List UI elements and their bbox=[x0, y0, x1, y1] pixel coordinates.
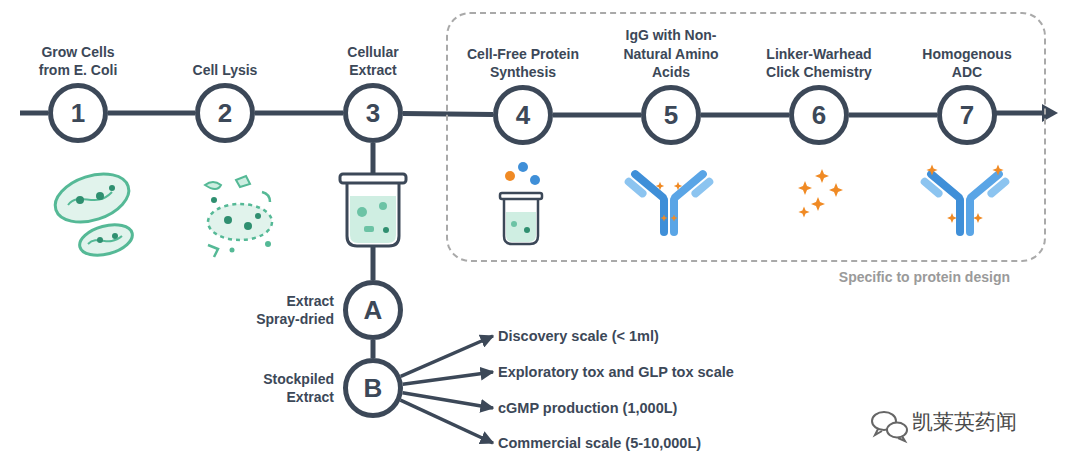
step-number: 1 bbox=[71, 100, 85, 126]
timeline-segment bbox=[849, 113, 937, 118]
step-number: 7 bbox=[960, 102, 974, 128]
step-heading: IgG with Non- Natural Amino Acids bbox=[616, 26, 726, 81]
timeline-segment bbox=[553, 113, 641, 118]
step-circle: Homogenous ADC7 bbox=[937, 85, 997, 145]
step-circle: Cell-Free Protein Synthesis4 bbox=[493, 85, 553, 145]
step-circle: Cell Lysis2 bbox=[195, 83, 255, 143]
dashed-region: Cell-Free Protein Synthesis4IgG with Non… bbox=[446, 12, 1046, 262]
step-heading: Cell Lysis bbox=[170, 61, 280, 79]
igg-icon bbox=[623, 168, 715, 236]
lysed-cell-icon bbox=[205, 176, 272, 257]
region-caption: Specific to protein design bbox=[839, 268, 1010, 286]
scale-text-box: Exploratory tox and GLP tox scale bbox=[498, 363, 734, 382]
step-circle: Cellular Extract3 bbox=[343, 83, 403, 143]
step-heading: Cellular Extract bbox=[333, 43, 413, 79]
scale-label: Commercial scale (5-10,000L) bbox=[498, 434, 701, 453]
step-number: 5 bbox=[664, 102, 678, 128]
step-circle: Grow Cells from E. Coli1 bbox=[48, 83, 108, 143]
scale-text-box: Discovery scale (< 1ml) bbox=[498, 327, 659, 346]
wechat-icon bbox=[872, 412, 907, 441]
step-circle: Extract Spray-driedA bbox=[343, 280, 403, 340]
step-circle: IgG with Non- Natural Amino Acids5 bbox=[641, 85, 701, 145]
step-heading: Cell-Free Protein Synthesis bbox=[456, 45, 591, 81]
watermark: 凯莱英药闻 bbox=[912, 408, 1017, 436]
step-circle: Stockpiled ExtractB bbox=[343, 358, 403, 418]
timeline-end bbox=[995, 111, 1046, 116]
step-circle: Linker-Warhead Click Chemistry6 bbox=[789, 85, 849, 145]
scale-arrow bbox=[403, 372, 493, 384]
step-number: A bbox=[364, 297, 383, 323]
scale-arrow bbox=[400, 400, 493, 443]
step-number: 2 bbox=[218, 100, 232, 126]
extract-beaker bbox=[340, 174, 406, 246]
timeline-segment bbox=[255, 111, 343, 116]
step-heading: Extract Spray-dried bbox=[242, 292, 334, 328]
warhead-icons bbox=[798, 169, 843, 218]
scale-text-box: Commercial scale (5-10,000L) bbox=[498, 434, 701, 453]
step-number: B bbox=[364, 375, 383, 401]
timeline-start bbox=[20, 111, 48, 116]
ecoli-icon bbox=[49, 165, 136, 260]
timeline-segment bbox=[371, 340, 376, 358]
step-number: 3 bbox=[366, 100, 380, 126]
synthesis-beaker bbox=[500, 162, 542, 244]
step-number: 4 bbox=[516, 102, 530, 128]
adc-icon bbox=[919, 164, 1011, 236]
step-heading: Grow Cells from E. Coli bbox=[28, 43, 128, 79]
scale-label: Exploratory tox and GLP tox scale bbox=[498, 363, 734, 382]
step-number: 6 bbox=[812, 102, 826, 128]
step-heading: Homogenous ADC bbox=[917, 45, 1017, 81]
step-heading: Linker-Warhead Click Chemistry bbox=[752, 45, 887, 81]
timeline-segment bbox=[701, 113, 789, 118]
scale-label: Discovery scale (< 1ml) bbox=[498, 327, 659, 346]
timeline-segment bbox=[403, 113, 493, 114]
scale-text-box: cGMP production (1,000L) bbox=[498, 399, 677, 418]
timeline-segment bbox=[108, 111, 195, 116]
step-heading: Stockpiled Extract bbox=[242, 370, 334, 406]
scale-arrow bbox=[401, 336, 493, 376]
scale-label: cGMP production (1,000L) bbox=[498, 399, 677, 418]
